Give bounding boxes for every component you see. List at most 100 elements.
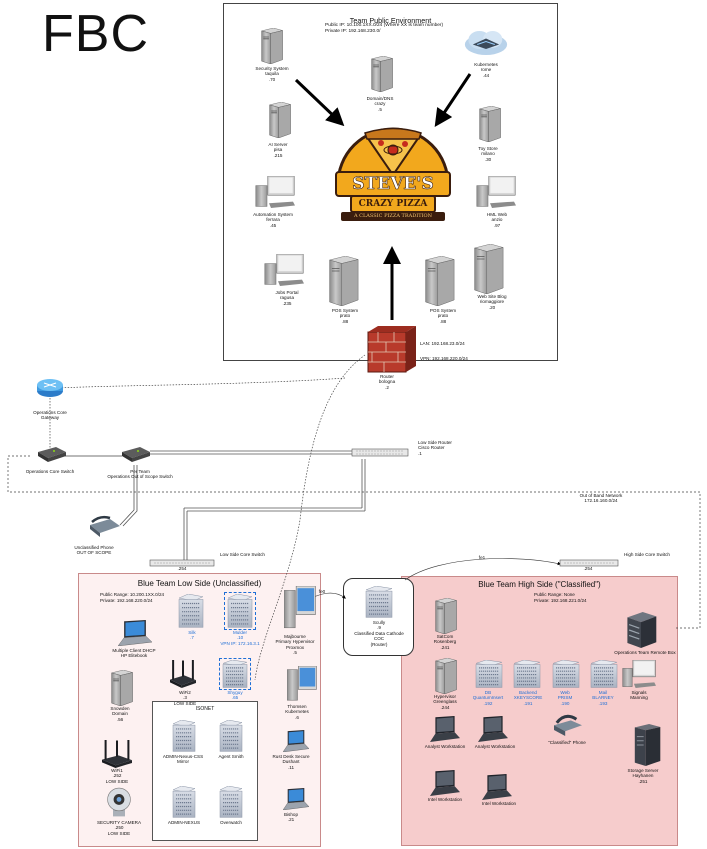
darklaptop-icon (430, 770, 460, 796)
unclassified-phone-graphic (90, 515, 120, 537)
router-vpn-text: VPN: 192.168.220.0/24 (420, 356, 468, 361)
isonet-node-admin-nexus-css-0-label: ADMIN-Nexus-CSS Mirror (162, 754, 204, 765)
low-node-shyguy-6-label: Shyguy .65 (227, 690, 243, 701)
isonet-title: ISONET (195, 706, 215, 712)
diagram-title: FBC (42, 5, 149, 63)
arrow-left-to-logo (294, 78, 345, 127)
tower-icon (106, 669, 134, 707)
public-node-pos-system-8-label: POS System prato .88 (331, 308, 359, 324)
unclassified-phone-label: Unclassified Phone OUT OF SCOPE (74, 545, 114, 556)
link-router-to-gateway (57, 377, 346, 389)
high-node-intel-workstation-13-label: Intel Workstation (481, 801, 517, 806)
low-side-router-label: Low Side Router Cisco Router .1 (418, 440, 452, 456)
wifi-icon (102, 740, 132, 768)
low-node-wifi2-5-label: WiFi2 .3 LOW SIDE (173, 690, 197, 706)
link-fe1 (404, 558, 562, 581)
high-node-operations-team-remote-box-1-label: Operations Team Remote Box (614, 650, 676, 655)
low-node-thomsen-7-label: Thomsen Kubernetes .6 (285, 704, 309, 720)
rack-icon (171, 785, 197, 818)
high-node-hypervisor-2-label: Hypervisor Greenglass .244 (433, 694, 457, 710)
isonet-node-admin-nexus-2-label: ADMIN-NEXUS (167, 820, 201, 825)
darklaptop-icon (482, 774, 512, 800)
tower-icon (256, 27, 284, 65)
low-side-router-graphic (351, 448, 409, 457)
router-lan-text: LAN: 192.168.23.0/24 (420, 341, 465, 346)
rack-icon (218, 785, 244, 818)
fe0-label: fe0 (318, 589, 326, 594)
public-env-title: Team Public Environment (349, 16, 432, 25)
operations-core-gateway-graphic (37, 379, 63, 397)
low-node-wifi1-8-label: WiFi1 .252 LOW SIDE (105, 768, 129, 784)
tower-icon (366, 55, 394, 93)
high-node-mail-6-label: Mail BLARNEY .193 (592, 690, 614, 706)
private-ip-text: Private IP: 192.168.230.0/ (325, 29, 381, 34)
wifi-icon (170, 660, 196, 688)
logo-tagline: A CLASSIC PIZZA TRADITION (353, 213, 433, 219)
high-node-satcom-0-label: SatCom Rosenberg .241 (433, 634, 457, 650)
camera-icon (104, 786, 134, 818)
laptop-icon (282, 730, 310, 753)
oob-network-line (7, 455, 701, 629)
low-core-switch-label: Low Side Core Switch (220, 552, 265, 557)
cloud-icon (464, 28, 508, 58)
public-ip-text: Public IP: 10.100.1XX.0/24 (Where XX is … (325, 23, 444, 28)
low-private-range: Private: 192.168.220.0/24 (100, 598, 153, 603)
server_monitor-icon (283, 585, 316, 630)
isonet-node-overwatch-3-label: Overwatch (220, 820, 242, 825)
logo-line1: STEVE'S (352, 174, 434, 195)
darklaptop-icon (478, 716, 508, 742)
public-node-web-site-blog-10-label: Web Site Blog riomaggiore .20 (477, 294, 507, 310)
high-node-analyst-workstation-9-label: Analyst Workstation (474, 744, 516, 749)
laptop-icon (282, 788, 310, 811)
rack-icon (177, 593, 205, 628)
darklaptop-icon (430, 716, 460, 742)
steves-crazy-pizza-logo (335, 127, 451, 221)
rack-icon (551, 659, 581, 688)
per-team-switch-label: Per Team Operations Out of Scope Switch (107, 469, 173, 480)
coc-node-scully-0-label: Scully .9 Classified Data Cathode COC (R… (354, 620, 404, 647)
low-node-bishop-11-label: Bishop .21 (283, 812, 299, 823)
remote-icon (624, 612, 658, 648)
desktop-icon (255, 175, 295, 208)
high-core-switch-label: High Side Core Switch (624, 552, 670, 557)
high-node-intel-workstation-12-label: Intel Workstation (427, 797, 463, 802)
low-node-snowden-4-label: Snowden Domain .56 (110, 706, 130, 722)
tower-icon (430, 657, 458, 695)
desktop-icon (264, 253, 304, 286)
public-node-security-system-0-label: Security System taquila .70 (255, 66, 289, 82)
high-node-storage-server-11-label: Storage Server Hayhanen .251 (627, 768, 659, 784)
public-node-router-11-label: Router bologna .2 (378, 374, 396, 390)
link-router-to-low-side (254, 354, 366, 681)
rack-icon (171, 719, 197, 752)
low-side-core-switch-graphic (149, 559, 215, 567)
rack-icon (512, 659, 542, 688)
tower-icon (418, 255, 456, 307)
isonet-node-agent-smith-1-label: Agent Smith (218, 754, 244, 759)
low-node-multiple-client-dhcp-0-label: Multiple Client DHCP HP Elitebook (112, 648, 156, 659)
logo-line2: CRAZY PIZZA (358, 199, 428, 209)
high-public-range: Public Range: None (534, 592, 575, 597)
rack-icon (219, 658, 251, 690)
rack-icon (364, 585, 394, 618)
arrow-right-to-logo (434, 73, 472, 127)
high-private-range: Private: 192.168.221.0/24 (534, 598, 587, 603)
public-node-ai-server-3-label: AI Server pisa .215 (268, 142, 288, 158)
low-public-range: Public Range: 10.200.1XX.0/24 (100, 592, 165, 597)
high-node-db-3-label: DB QuantumInsert .192 (472, 690, 504, 706)
high-node-backend-4-label: Backend XKEYSCORE .191 (513, 690, 543, 706)
low-node-rust-desk-secure-10-label: Rust Desk Secure Dushant .11 (272, 754, 310, 770)
low-node-silk-1-label: Silk .7 (188, 630, 196, 641)
operations-core-switch-graphic (38, 447, 66, 462)
rack-icon (589, 659, 619, 688)
tower-icon (322, 255, 360, 307)
high-node-web-5-label: Web PRISM .190 (557, 690, 573, 706)
tower-icon (264, 101, 292, 139)
phone-icon (554, 712, 582, 736)
high-side-title: Blue Team High Side ("Classified") (478, 580, 601, 589)
low-core-switch-ip: .254 (177, 566, 187, 571)
tower-icon (430, 597, 458, 635)
low-node-security-camera-9-label: SECURITY CAMERA .250 LOW SIDE (96, 820, 142, 836)
rack-icon (224, 592, 256, 630)
low-node-mulder-2-label: Mulder .10 VPN IP: 172.16.3.1 (220, 630, 260, 646)
public-node-pos-system-9-label: POS System prato .88 (429, 308, 457, 324)
